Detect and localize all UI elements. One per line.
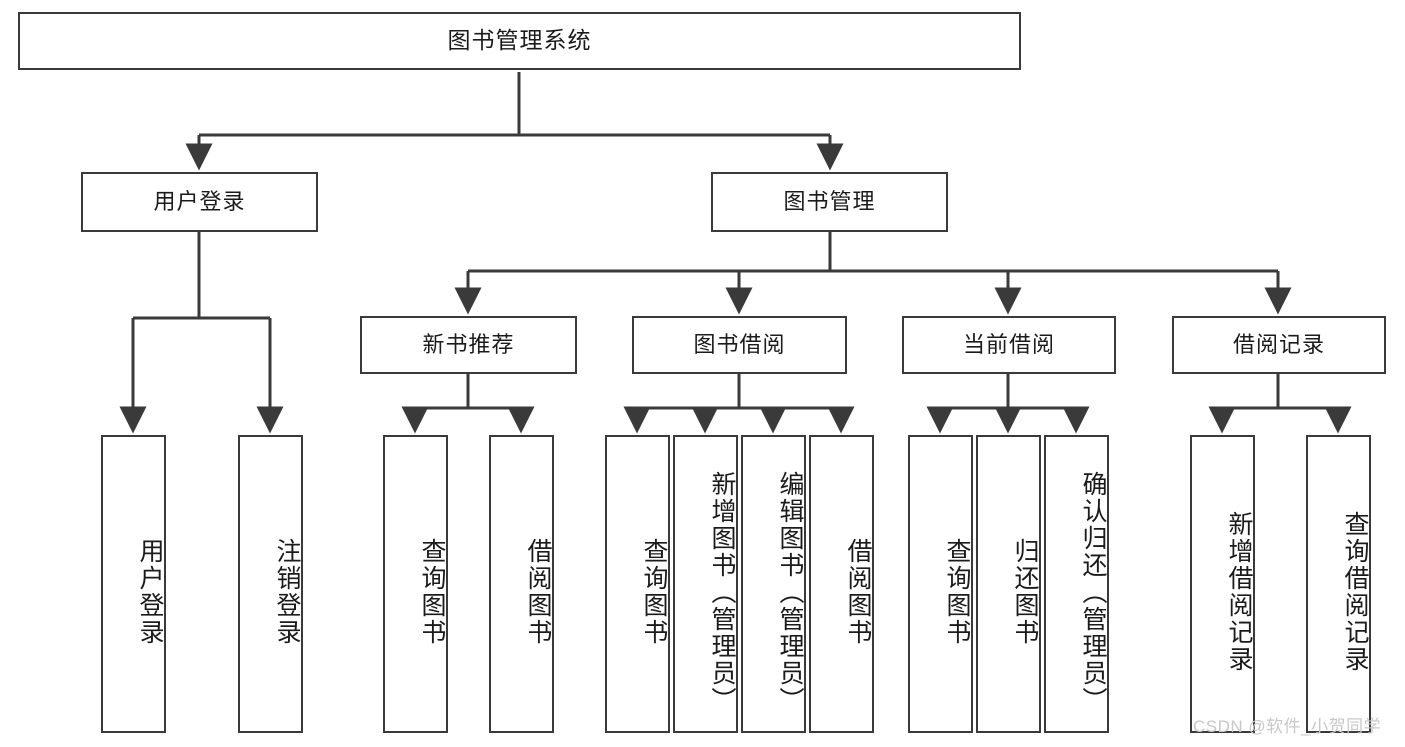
node-book-borrowing[interactable]: 图书借阅 [632, 316, 847, 374]
leaf-edit-book-admin[interactable]: 编辑图书（管理员） [741, 435, 806, 733]
leaf-query-books-newbook[interactable]: 查询图书 [383, 435, 448, 733]
leaf-add-borrow-record[interactable]: 新增借阅记录 [1190, 435, 1255, 733]
node-current-borrowing[interactable]: 当前借阅 [902, 316, 1116, 374]
leaf-add-book-admin[interactable]: 新增图书（管理员） [673, 435, 738, 733]
leaf-borrow-books[interactable]: 借阅图书 [809, 435, 874, 733]
node-user-login[interactable]: 用户登录 [81, 172, 318, 232]
node-book-management[interactable]: 图书管理 [711, 172, 948, 232]
leaf-query-books-current[interactable]: 查询图书 [908, 435, 973, 733]
node-new-book-recommendation[interactable]: 新书推荐 [360, 316, 577, 374]
leaf-user-login[interactable]: 用户登录 [101, 435, 166, 733]
leaf-confirm-return-admin[interactable]: 确认归还（管理员） [1044, 435, 1109, 733]
leaf-query-books-borrow[interactable]: 查询图书 [605, 435, 670, 733]
node-borrowing-records[interactable]: 借阅记录 [1172, 316, 1386, 374]
csdn-watermark: CSDN @软件_小贺同学 [1193, 717, 1382, 736]
leaf-borrow-books-newbook[interactable]: 借阅图书 [489, 435, 554, 733]
leaf-return-books[interactable]: 归还图书 [976, 435, 1041, 733]
leaf-logout[interactable]: 注销登录 [238, 435, 303, 733]
node-root-library-management-system[interactable]: 图书管理系统 [18, 12, 1021, 70]
leaf-query-borrow-record[interactable]: 查询借阅记录 [1306, 435, 1371, 733]
